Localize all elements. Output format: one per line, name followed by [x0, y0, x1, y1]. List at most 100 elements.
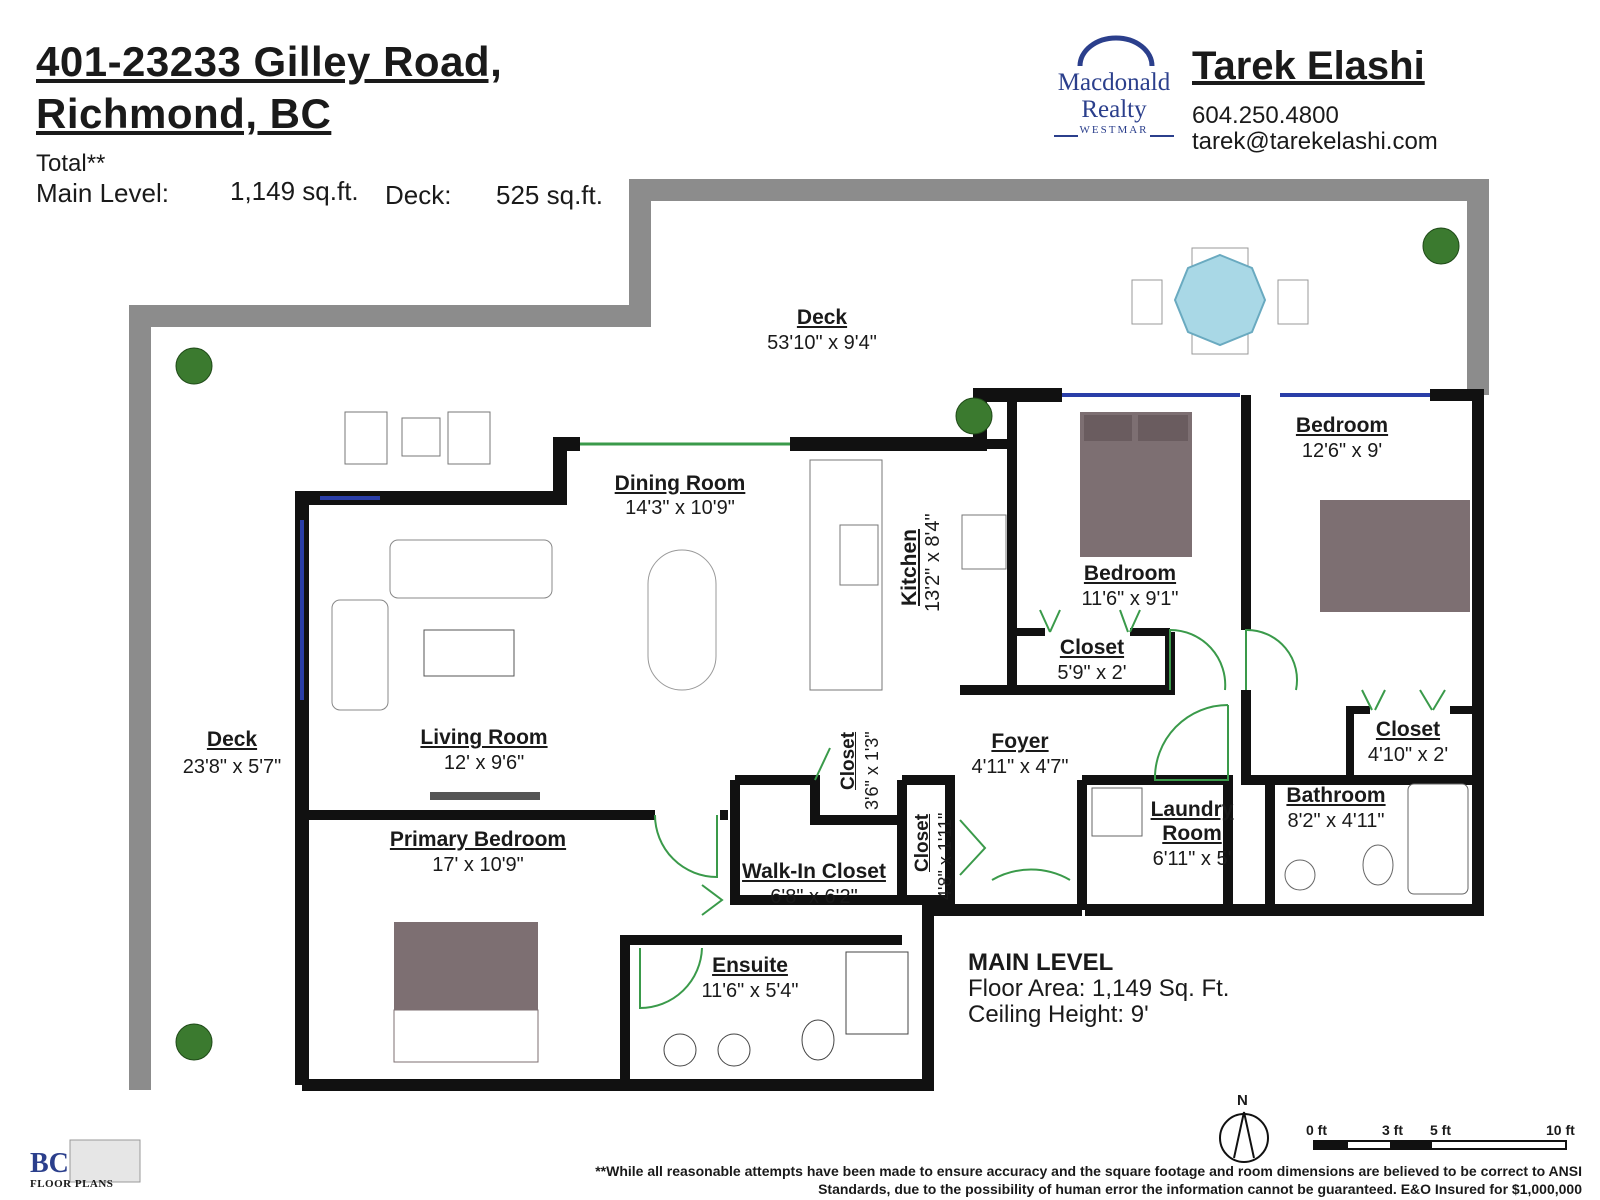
- toilet: [801, 1019, 835, 1061]
- door: [1039, 609, 1141, 633]
- stove: [961, 514, 1007, 570]
- room-name-laundry-2: Room: [1162, 822, 1222, 845]
- scale-label-0: 0 ft: [1306, 1122, 1327, 1138]
- plant: [175, 1023, 213, 1061]
- logo-line-2: FLOOR PLANS: [30, 1178, 114, 1190]
- brand-line-1: Macdonald: [1057, 69, 1171, 96]
- plant: [955, 397, 993, 435]
- room-name-foyer: Foyer: [991, 730, 1049, 753]
- side-table: [401, 417, 441, 457]
- deck-table: [1173, 253, 1267, 347]
- room-name-closet-foyer: Closet: [912, 813, 933, 872]
- room-name-deck-left: Deck: [206, 728, 258, 751]
- plant: [175, 347, 213, 385]
- total-label: Total**: [36, 150, 106, 177]
- room-dim-closet-mid: 3'6" x 1'3": [862, 731, 882, 810]
- main-level-label: Main Level:: [36, 178, 169, 208]
- summary-ceiling: Ceiling Height: 9': [968, 1001, 1149, 1028]
- door: [654, 814, 718, 879]
- scale-label-5: 5 ft: [1430, 1122, 1451, 1138]
- room-name-dining: Dining Room: [614, 472, 746, 495]
- compass-label: N: [1237, 1092, 1248, 1109]
- room-dim-dining: 14'3" x 10'9": [625, 497, 735, 519]
- room-dim-deck-left: 23'8" x 5'7": [182, 756, 282, 778]
- lounge-chair: [344, 411, 388, 465]
- basin: [663, 1033, 697, 1067]
- pillow: [1138, 415, 1188, 441]
- toilet: [1362, 844, 1394, 886]
- room-dim-closet-foyer: 4'8" x 1'11": [935, 812, 955, 900]
- room-name-bedroom-2: Bedroom: [1083, 562, 1177, 585]
- room-dim-foyer: 4'11" x 4'7": [971, 756, 1069, 778]
- door: [1153, 704, 1229, 781]
- pillow: [1084, 415, 1132, 441]
- room-name-deck-top: Deck: [796, 306, 848, 329]
- agent-name: Tarek Elashi: [1192, 44, 1425, 88]
- room-dim-bathroom: 8'2" x 4'11": [1287, 810, 1385, 832]
- dining-table: [647, 549, 717, 691]
- door: [639, 947, 703, 1010]
- bed: [1320, 500, 1470, 612]
- address-line-2: Richmond, BC: [36, 90, 332, 137]
- bc-floor-plans-logo: BC FLOOR PLANS: [30, 1148, 150, 1191]
- tv: [430, 792, 540, 800]
- room-name-ensuite: Ensuite: [712, 954, 788, 977]
- door: [814, 747, 831, 781]
- bedroom3-closet-wall: [1346, 706, 1478, 780]
- room-name-closet-bedroom-2: Closet: [1059, 636, 1125, 659]
- bc-logo-icon: [69, 1139, 141, 1183]
- room-dim-closet-bedroom-2: 5'9" x 2': [1057, 662, 1127, 684]
- room-name-laundry-1: Laundry: [1150, 798, 1234, 821]
- main-level-area: 1,149 sq.ft.: [230, 176, 359, 206]
- room-dim-kitchen: 13'2" x 8'4": [922, 513, 944, 612]
- room-name-closet-bedroom-3: Closet: [1375, 718, 1441, 741]
- compass-icon: [1219, 1113, 1269, 1163]
- bathtub: [1407, 783, 1469, 895]
- door: [1361, 689, 1446, 711]
- door: [1245, 628, 1298, 691]
- room-dim-primary: 17' x 10'9": [432, 854, 524, 876]
- room-name-kitchen: Kitchen: [898, 528, 921, 606]
- bedding: [393, 1009, 539, 1063]
- room-name-closet-mid: Closet: [838, 731, 859, 790]
- room-dim-ensuite: 11'6" x 5'4": [701, 980, 799, 1002]
- door: [701, 884, 724, 916]
- plant: [1422, 227, 1460, 265]
- room-dim-bedroom-2: 11'6" x 9'1": [1081, 588, 1179, 610]
- realty-logo-mark: [1077, 35, 1155, 67]
- address-line-1: 401-23233 Gilley Road,: [36, 38, 503, 85]
- room-name-living: Living Room: [420, 726, 548, 749]
- exterior-wall-bottom: [302, 904, 1082, 1091]
- washer: [1091, 787, 1143, 837]
- disclaimer: **While all reasonable attempts have bee…: [595, 1163, 1582, 1197]
- coffee-table: [423, 629, 515, 677]
- ensuite-wall: [620, 935, 902, 1085]
- summary-floor-area: Floor Area: 1,149 Sq. Ft.: [968, 975, 1230, 1002]
- door: [959, 819, 987, 876]
- armchair: [331, 599, 389, 711]
- agent-phone: 604.250.4800: [1192, 102, 1339, 129]
- deck-chair: [1131, 279, 1163, 325]
- room-dim-closet-bedroom-3: 4'10" x 2': [1367, 744, 1449, 766]
- main-level-summary: MAIN LEVEL Floor Area: 1,149 Sq. Ft. Cei…: [968, 950, 1229, 1028]
- exterior-wall-right: [1085, 389, 1484, 916]
- brand-line-3: WESTMAR: [1079, 124, 1149, 136]
- room-name-bedroom-3: Bedroom: [1295, 414, 1389, 437]
- deck-outline: [129, 179, 1489, 1090]
- brand-line-2: Realty: [1081, 96, 1147, 123]
- scale-label-3: 3 ft: [1382, 1122, 1403, 1138]
- deck-area: 525 sq.ft.: [496, 180, 603, 210]
- realty-logo: Macdonald Realty WESTMAR: [1050, 69, 1178, 137]
- bedroom3-wall: [1241, 395, 1478, 785]
- exterior-wall-top: [790, 388, 1062, 451]
- door: [991, 868, 1071, 881]
- logo-line-1: BC: [30, 1148, 69, 1179]
- room-dim-laundry: 6'11" x 5': [1152, 848, 1232, 870]
- shower: [845, 951, 909, 1035]
- agent-email[interactable]: tarek@tarekelashi.com: [1192, 128, 1438, 155]
- deck-chair: [1277, 279, 1309, 325]
- foyer-closet-wall: [902, 775, 955, 905]
- basin: [717, 1033, 751, 1067]
- scale-bar: [1313, 1140, 1567, 1150]
